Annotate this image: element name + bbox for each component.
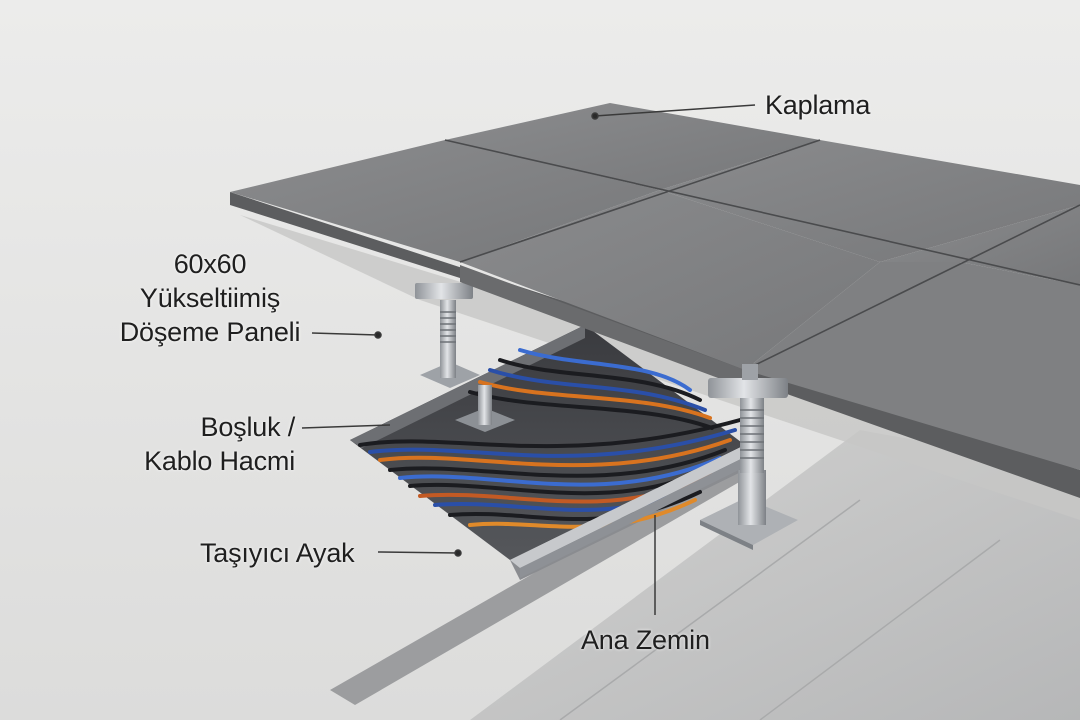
label-kaplama: Kaplama — [765, 90, 871, 120]
leader-line-kaplama — [594, 104, 756, 117]
floor-tile — [445, 103, 820, 190]
label-base-floor: Ana Zemin — [581, 625, 710, 655]
leader-line-panel — [311, 332, 379, 336]
floor-tile — [660, 140, 1080, 262]
floor-tile — [460, 190, 880, 370]
pedestal-center — [455, 385, 515, 432]
label-panel-line3: Döşeme Paneli — [119, 317, 301, 347]
leader-dot-panel — [374, 331, 382, 339]
pedestal-left — [415, 283, 480, 388]
cavity-wall — [350, 325, 585, 448]
floor-joint — [559, 499, 861, 720]
floor-tile — [230, 140, 660, 262]
floor-joint — [759, 539, 1001, 720]
leader-line-ayak — [377, 551, 459, 554]
label-panel-line2: Yükseltiimiş — [139, 283, 281, 313]
label-cable-void: Boşluk / Kablo Hacmi — [100, 410, 295, 478]
cable-bundle — [358, 348, 742, 529]
floor-tile — [880, 205, 1080, 285]
label-raised-floor-panel: 60x60 Yükseltiimiş Döşeme Paneli — [110, 247, 310, 349]
label-pedestal: Taşıyıcı Ayak — [200, 538, 355, 568]
leader-dot-ayak — [454, 549, 462, 557]
label-panel-line1: 60x60 — [173, 249, 247, 279]
pedestal-right — [700, 364, 798, 550]
leader-dot-kaplama — [591, 112, 599, 120]
raised-floor-panels — [230, 103, 1080, 498]
base-floor-slab — [470, 430, 1080, 720]
leader-line-bosluk — [301, 424, 391, 429]
floor-tile — [745, 262, 1080, 470]
support-rail — [510, 445, 755, 568]
support-rail — [520, 452, 755, 578]
leader-lines — [301, 104, 756, 615]
label-bosluk-line2: Kablo Hacmi — [144, 446, 295, 476]
label-bosluk-line1: Boşluk / — [200, 412, 296, 442]
